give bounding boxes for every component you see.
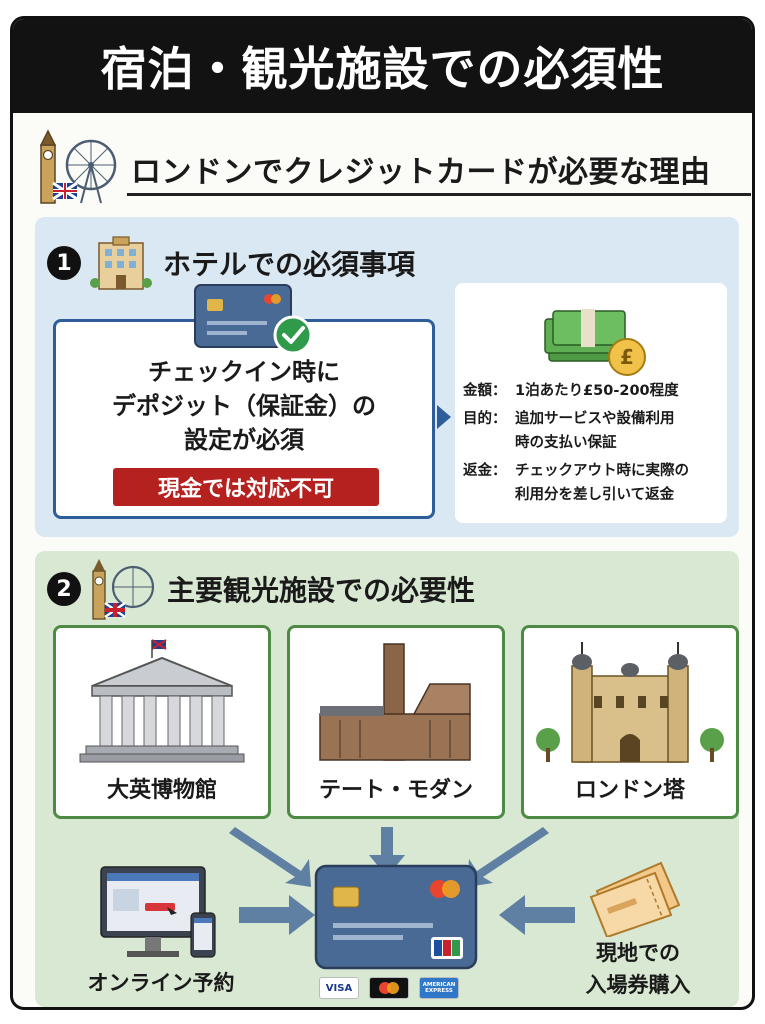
payment-logos: VISA AMERICAN EXPRESS bbox=[319, 977, 459, 999]
arrow-icon bbox=[369, 827, 405, 877]
svg-text:£: £ bbox=[620, 345, 634, 369]
deposit-box: チェックイン時に デポジット（保証金）の 設定が必須 現金では対応不可 bbox=[53, 319, 435, 519]
credit-card-icon bbox=[194, 284, 313, 355]
pound-coin-icon: £ bbox=[608, 338, 646, 376]
arrow-icon bbox=[437, 405, 451, 429]
subtitle-underline bbox=[127, 193, 751, 196]
tower-of-london-icon bbox=[536, 642, 724, 763]
attraction-label: テート・モダン bbox=[318, 778, 473, 803]
info-row-amount: 金額： 1泊あたり£50-200程度 bbox=[463, 379, 725, 403]
london-landmarks-icon bbox=[39, 129, 117, 204]
visa-logo: VISA bbox=[319, 977, 359, 999]
mastercard-circles-icon bbox=[379, 982, 399, 994]
big-ben-icon bbox=[39, 129, 57, 204]
arrows-layer bbox=[229, 827, 575, 935]
arrow-icon bbox=[499, 895, 575, 935]
hotel-section: 1 ホテルでの必須事項 チェックイン時に デポジット（保証金）の 設定が必須 現… bbox=[35, 217, 739, 537]
arrow-icon bbox=[467, 827, 549, 887]
arrow-icon bbox=[229, 827, 311, 887]
london-eye-icon bbox=[65, 139, 117, 204]
no-cash-badge: 現金では対応不可 bbox=[113, 468, 379, 506]
online-booking-label: オンライン予約 bbox=[87, 971, 235, 995]
info-value-cont: 利用分を差し引いて返金 bbox=[515, 487, 675, 503]
check-icon bbox=[273, 315, 313, 355]
hotel-section-title: ホテルでの必須事項 bbox=[163, 248, 416, 281]
hotel-section-heading: 1 ホテルでの必須事項 bbox=[47, 235, 415, 291]
info-value: 追加サービスや設備利用 bbox=[515, 411, 675, 427]
deposit-info-box: £ 金額： 1泊あたり£50-200程度 目的： 追加サービスや設備利用 時の支払い… bbox=[455, 283, 727, 523]
attractions-section-heading: 2 主要観光施設での必要性 bbox=[47, 557, 475, 621]
info-row-purpose: 目的： 追加サービスや設備利用 時の支払い保証 bbox=[463, 407, 725, 455]
attractions-section-title: 主要観光施設での必要性 bbox=[167, 574, 476, 607]
credit-card-icon bbox=[314, 864, 478, 970]
deposit-line-2: デポジット（保証金）の bbox=[112, 392, 376, 420]
section-number-badge: 1 bbox=[47, 246, 81, 280]
info-key: 目的： bbox=[463, 411, 507, 427]
attraction-label: ロンドン塔 bbox=[574, 778, 685, 803]
attraction-label: 大英博物館 bbox=[106, 778, 217, 803]
amex-logo: AMERICAN EXPRESS bbox=[419, 977, 459, 999]
attraction-card-british-museum: 大英博物館 bbox=[53, 625, 271, 819]
london-landmarks-icon bbox=[92, 559, 155, 620]
attraction-card-tate-modern: テート・モダン bbox=[287, 625, 505, 819]
subtitle-text: ロンドンでクレジットカードが必要な理由 bbox=[131, 155, 711, 190]
hotel-icon bbox=[90, 236, 152, 290]
info-key: 金額： bbox=[463, 383, 507, 399]
arrow-icon bbox=[239, 895, 315, 935]
attractions-section: 2 主要観光施設での必要性 bbox=[35, 551, 739, 1007]
ticket-icon bbox=[589, 861, 681, 937]
info-value-cont: 時の支払い保証 bbox=[515, 435, 617, 451]
infographic-frame: 宿泊・観光施設での必須性 bbox=[10, 16, 755, 1010]
info-value: 1泊あたり£50-200程度 bbox=[515, 383, 679, 399]
onsite-label-line-1: 現地での bbox=[596, 941, 680, 965]
uk-flag-icon bbox=[52, 181, 78, 201]
cash-icon: £ bbox=[544, 309, 646, 376]
onsite-label-line-2: 入場券購入 bbox=[585, 973, 691, 997]
british-museum-icon bbox=[79, 639, 245, 763]
deposit-line-1: チェックイン時に bbox=[148, 358, 340, 386]
header-bar: 宿泊・観光施設での必須性 bbox=[13, 19, 752, 113]
page-title: 宿泊・観光施設での必須性 bbox=[100, 42, 665, 96]
subtitle-row: ロンドンでクレジットカードが必要な理由 bbox=[31, 127, 751, 205]
attraction-card-tower-of-london: ロンドン塔 bbox=[521, 625, 739, 819]
mastercard-logo bbox=[369, 977, 409, 999]
section-number-badge: 2 bbox=[47, 572, 81, 606]
smartphone-icon bbox=[190, 912, 216, 958]
info-row-refund: 返金： チェックアウト時に実際の 利用分を差し引いて返金 bbox=[463, 459, 725, 507]
tate-modern-icon bbox=[319, 643, 471, 761]
info-key: 返金： bbox=[463, 463, 507, 479]
deposit-line-3: 設定が必須 bbox=[184, 426, 304, 454]
computer-icon bbox=[100, 866, 216, 958]
info-value: チェックアウト時に実際の bbox=[515, 463, 689, 479]
